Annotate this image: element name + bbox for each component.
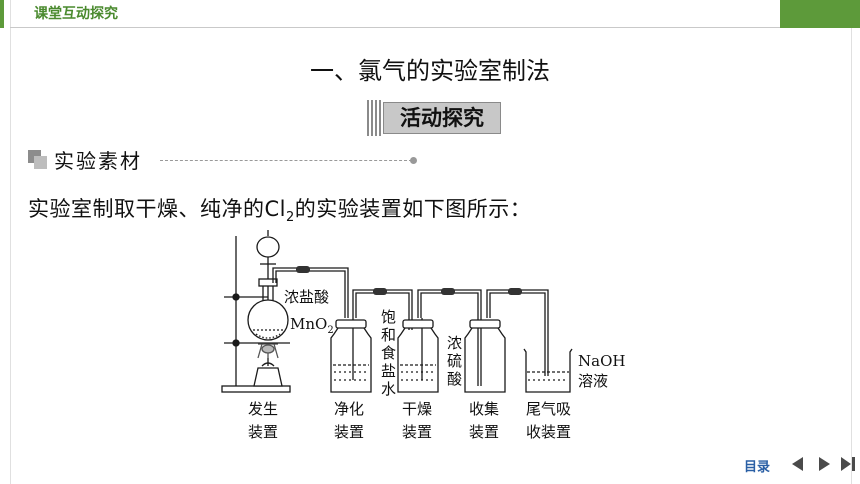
naoh-beaker [523, 348, 573, 393]
svg-text:酸: 酸 [447, 370, 462, 388]
svg-text:水: 水 [381, 380, 396, 398]
svg-text:装置: 装置 [469, 423, 499, 441]
last-page-icon[interactable] [838, 454, 858, 474]
alcohol-burner [253, 343, 283, 387]
svg-text:浓: 浓 [447, 334, 462, 352]
intro-text: 实验室制取干燥、纯净的Cl2的实验装置如下图所示： [28, 195, 531, 232]
badge-label: 活动探究 [400, 106, 484, 130]
caption-dryer: 干燥 装置 [402, 400, 432, 441]
header-accent-bar [0, 0, 4, 28]
svg-text:干燥: 干燥 [402, 400, 432, 418]
badge-plate: 活动探究 [383, 102, 501, 134]
label-sulfuric-acid: 浓 硫 酸 [447, 334, 462, 388]
badge-stripes [367, 100, 381, 136]
svg-text:收装置: 收装置 [526, 423, 571, 441]
label-mno2: MnO2 [290, 315, 334, 336]
frame-right-line [851, 28, 852, 484]
intro-text-start: 实验室制取干燥、纯净的Cl [28, 197, 286, 221]
next-icon[interactable] [814, 454, 834, 474]
round-bottom-flask [247, 278, 289, 341]
svg-text:食: 食 [381, 344, 396, 362]
menu-link[interactable]: 目录 [744, 460, 771, 475]
ring-stand [221, 236, 291, 393]
label-naoh: NaOH [578, 352, 625, 370]
svg-text:发生: 发生 [248, 400, 278, 418]
squares-icon [28, 150, 48, 170]
rubber-connectors [296, 266, 522, 295]
label-solution: 溶液 [578, 372, 608, 390]
section-title: 一、氯气的实验室制法 [310, 57, 550, 85]
wash-bottle-salt-water [330, 319, 372, 393]
svg-text:收集: 收集 [469, 400, 499, 418]
dashed-divider [160, 160, 412, 161]
apparatus-diagram: 浓盐酸 MnO2 饱 和 食 盐 水 浓 硫 酸 NaOH 溶液 发生 装置 净… [221, 230, 625, 441]
separatory-funnel [256, 230, 280, 300]
wash-bottle-sulfuric-acid [397, 319, 439, 393]
caption-collector: 收集 装置 [469, 400, 499, 441]
collection-bottle [464, 319, 506, 393]
label-salt-water: 饱 和 食 盐 水 [381, 308, 396, 398]
intro-subscript: 2 [286, 210, 295, 226]
svg-text:装置: 装置 [248, 423, 278, 441]
caption-generator: 发生 装置 [248, 400, 278, 441]
header-green-block [780, 0, 860, 28]
header-divider [10, 27, 780, 28]
intro-text-end: 的实验装置如下图所示： [294, 197, 532, 221]
svg-text:装置: 装置 [334, 423, 364, 441]
caption-purifier: 净化 装置 [334, 400, 364, 441]
svg-text:装置: 装置 [402, 423, 432, 441]
svg-text:和: 和 [381, 326, 396, 344]
material-heading: 实验素材 [54, 149, 142, 173]
caption-absorber: 尾气吸 收装置 [526, 400, 571, 441]
divider-end-dot [410, 157, 417, 164]
svg-text:硫: 硫 [447, 352, 462, 370]
svg-text:盐: 盐 [381, 362, 396, 380]
previous-icon[interactable] [788, 454, 808, 474]
svg-text:饱: 饱 [381, 308, 396, 326]
frame-left-line [10, 0, 11, 484]
label-conc-hcl: 浓盐酸 [284, 288, 329, 306]
header-title: 课堂互动探究 [34, 6, 118, 22]
svg-text:尾气吸: 尾气吸 [526, 400, 571, 418]
activity-badge: 活动探究 [367, 100, 505, 136]
svg-text:净化: 净化 [334, 400, 364, 418]
